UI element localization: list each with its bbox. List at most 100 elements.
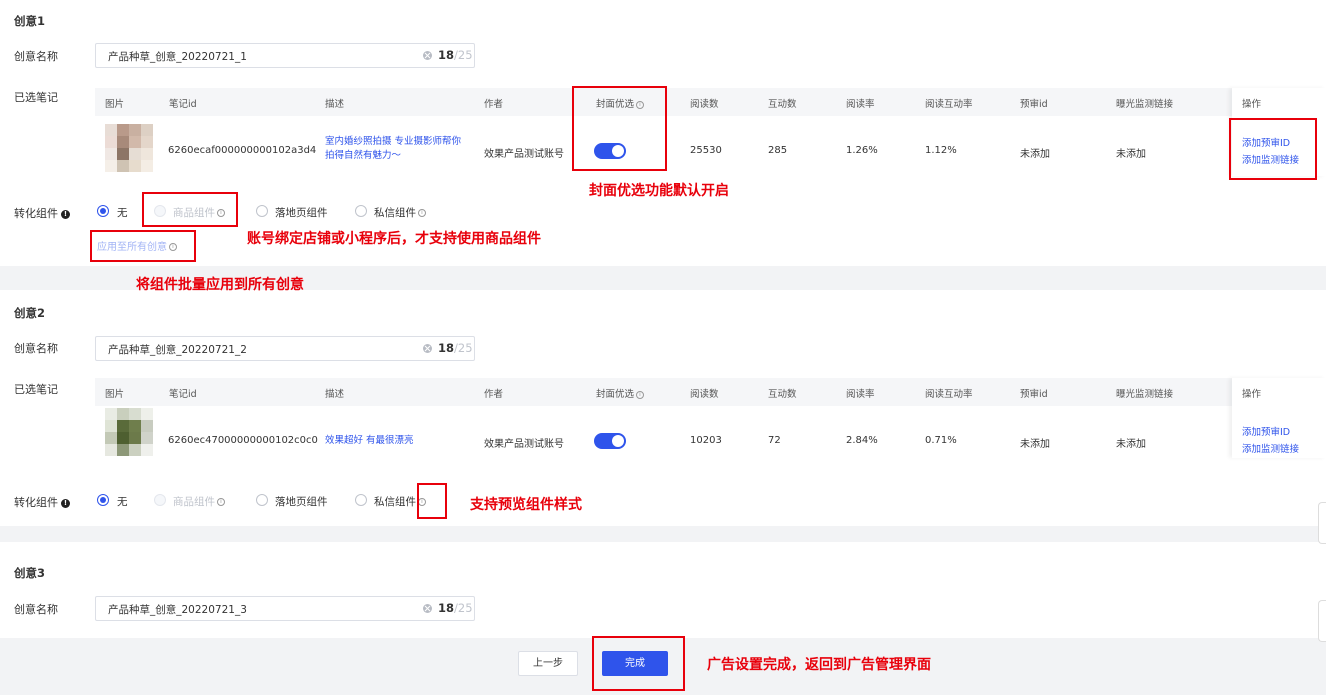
side-panel-tab[interactable] bbox=[1318, 502, 1326, 544]
creative-name-input[interactable]: 产品种草_创意_20220721_3 18/25 bbox=[95, 596, 475, 621]
th-interactions: 互动数 bbox=[768, 389, 797, 400]
side-panel-tab[interactable] bbox=[1318, 600, 1326, 642]
radio-none[interactable] bbox=[97, 494, 109, 506]
note-id: 6260ecaf000000000102a3d4 bbox=[168, 145, 317, 156]
th-read-rate: 阅读率 bbox=[846, 99, 875, 110]
note-interactions: 72 bbox=[768, 435, 781, 446]
prev-step-button[interactable]: 上一步 bbox=[518, 651, 578, 676]
name-label: 创意名称 bbox=[14, 603, 58, 616]
info-icon[interactable]: i bbox=[636, 100, 645, 109]
notes-label: 已选笔记 bbox=[14, 91, 58, 104]
note-desc[interactable]: 效果超好 有最很漂亮 bbox=[325, 435, 414, 446]
cover-opt-toggle[interactable] bbox=[594, 143, 626, 159]
card-title: 创意2 bbox=[14, 306, 46, 320]
annotation-preview-support: 支持预览组件样式 bbox=[470, 497, 582, 513]
th-review-id: 预审id bbox=[1020, 99, 1048, 110]
char-count: 18/25 bbox=[438, 48, 473, 62]
info-icon[interactable]: i bbox=[169, 243, 177, 251]
card-title: 创意3 bbox=[14, 566, 46, 580]
name-label: 创意名称 bbox=[14, 342, 58, 355]
th-read-interact-rate: 阅读互动率 bbox=[925, 389, 973, 400]
th-author: 作者 bbox=[484, 99, 504, 110]
note-interactions: 285 bbox=[768, 145, 788, 156]
annotation-product-hint: 账号绑定店铺或小程序后，才支持使用商品组件 bbox=[247, 231, 541, 247]
th-reads: 阅读数 bbox=[690, 99, 719, 110]
add-monitor-link[interactable]: 添加监测链接 bbox=[1242, 444, 1300, 455]
th-desc: 描述 bbox=[325, 389, 345, 400]
radio-product bbox=[154, 205, 166, 217]
th-note-id: 笔记id bbox=[169, 389, 197, 400]
add-review-id-link[interactable]: 添加预审ID bbox=[1242, 427, 1291, 438]
note-author: 效果产品测试账号 bbox=[484, 149, 564, 160]
info-icon[interactable]: i bbox=[418, 209, 426, 217]
creative-card-3: 创意3 创意名称 产品种草_创意_20220721_3 18/25 bbox=[0, 542, 1326, 638]
radio-product bbox=[154, 494, 166, 506]
radio-none[interactable] bbox=[97, 205, 109, 217]
help-icon[interactable]: ! bbox=[61, 209, 70, 219]
operation-column: 操作 添加预审ID 添加监测链接 bbox=[1232, 378, 1326, 458]
th-monitor-link: 曝光监测链接 bbox=[1116, 389, 1174, 400]
th-note-id: 笔记id bbox=[169, 99, 197, 110]
th-image: 图片 bbox=[105, 99, 125, 110]
th-desc: 描述 bbox=[325, 99, 345, 110]
cover-opt-toggle[interactable] bbox=[594, 433, 626, 449]
radio-none-label: 无 bbox=[117, 207, 128, 219]
info-icon[interactable]: i bbox=[636, 390, 645, 399]
add-review-id-link[interactable]: 添加预审ID bbox=[1242, 138, 1291, 149]
clear-icon[interactable] bbox=[423, 604, 432, 613]
radio-dm[interactable] bbox=[355, 205, 367, 217]
creative-name-value: 产品种草_创意_20220721_3 bbox=[108, 604, 247, 616]
clear-icon[interactable] bbox=[423, 344, 432, 353]
card-title: 创意1 bbox=[14, 14, 46, 28]
th-author: 作者 bbox=[484, 389, 504, 400]
radio-none-label: 无 bbox=[117, 496, 128, 508]
th-image: 图片 bbox=[105, 389, 125, 400]
note-read-rate: 2.84% bbox=[846, 435, 878, 446]
creative-name-input[interactable]: 产品种草_创意_20220721_2 18/25 bbox=[95, 336, 475, 361]
note-id: 6260ec47000000000102c0c0 bbox=[168, 435, 318, 446]
th-read-rate: 阅读率 bbox=[846, 389, 875, 400]
note-review-id: 未添加 bbox=[1020, 149, 1050, 160]
note-read-interact-rate: 0.71% bbox=[925, 435, 957, 446]
creative-name-value: 产品种草_创意_20220721_2 bbox=[108, 344, 247, 356]
highlight-product-component bbox=[142, 192, 238, 227]
radio-dm[interactable] bbox=[355, 494, 367, 506]
annotation-finish: 广告设置完成，返回到广告管理界面 bbox=[707, 657, 931, 673]
th-reads: 阅读数 bbox=[690, 389, 719, 400]
component-label: 转化组件! bbox=[14, 205, 70, 221]
done-button[interactable]: 完成 bbox=[602, 651, 668, 676]
creative-card-1: 创意1 创意名称 产品种草_创意_20220721_1 18/25 已选笔记 图… bbox=[0, 0, 1326, 266]
th-operation: 操作 bbox=[1242, 389, 1262, 400]
info-icon[interactable]: i bbox=[217, 498, 225, 506]
th-operation: 操作 bbox=[1242, 99, 1262, 110]
highlight-apply-all bbox=[90, 230, 196, 262]
clear-icon[interactable] bbox=[423, 51, 432, 60]
radio-landing[interactable] bbox=[256, 494, 268, 506]
note-reads: 25530 bbox=[690, 145, 722, 156]
highlight-done-button bbox=[592, 636, 685, 691]
note-monitor-link: 未添加 bbox=[1116, 439, 1146, 450]
note-desc[interactable]: 室内婚纱照拍摄 专业摄影师帮你拍得自然有魅力～ bbox=[325, 136, 462, 161]
radio-landing[interactable] bbox=[256, 205, 268, 217]
annotation-apply-batch: 将组件批量应用到所有创意 bbox=[136, 277, 304, 293]
char-count: 18/25 bbox=[438, 341, 473, 355]
note-author: 效果产品测试账号 bbox=[484, 439, 564, 450]
highlight-operations bbox=[1229, 118, 1317, 180]
radio-landing-label: 落地页组件 bbox=[275, 207, 328, 219]
notes-label: 已选笔记 bbox=[14, 383, 58, 396]
note-thumbnail bbox=[105, 408, 153, 456]
info-icon[interactable]: i bbox=[217, 209, 225, 217]
component-label: 转化组件! bbox=[14, 494, 70, 510]
help-icon[interactable]: ! bbox=[61, 498, 70, 508]
note-reads: 10203 bbox=[690, 435, 722, 446]
annotation-cover-default: 封面优选功能默认开启 bbox=[589, 183, 729, 199]
creative-name-input[interactable]: 产品种草_创意_20220721_1 18/25 bbox=[95, 43, 475, 68]
add-monitor-link[interactable]: 添加监测链接 bbox=[1242, 155, 1300, 166]
th-read-interact-rate: 阅读互动率 bbox=[925, 99, 973, 110]
